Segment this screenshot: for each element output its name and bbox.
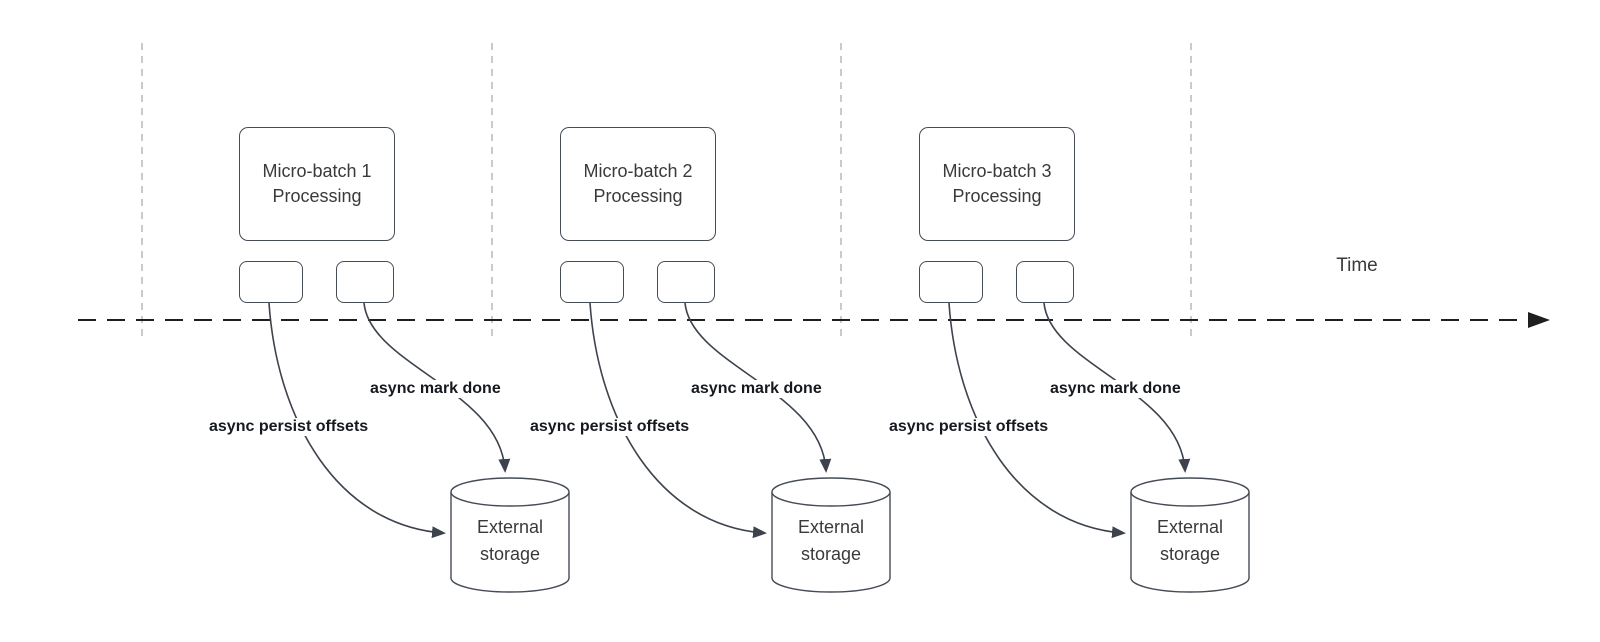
async-persist-offsets-arrow (589, 302, 767, 539)
async-persist-offsets-arrow (948, 302, 1126, 539)
external-storage-cylinder (1130, 477, 1250, 593)
external-storage-cylinder (771, 477, 891, 593)
async-mark-done-arrow (684, 302, 832, 473)
async-mark-done-label: async mark done (368, 380, 503, 398)
micro-batch-box-title-line2: Processing (593, 186, 683, 206)
external-storage-label-line1: External (797, 517, 865, 537)
async-persist-offsets-label: async persist offsets (207, 418, 371, 436)
external-storage-label-line2: storage (479, 544, 541, 564)
offset-task-box (560, 261, 624, 303)
micro-batch-box-title-line1: Micro-batch 3 (942, 161, 1052, 181)
async-mark-done-arrow (363, 302, 511, 473)
micro-batch-processing-box: Micro-batch 2 Processing (560, 127, 716, 241)
external-storage-label-line2: storage (1159, 544, 1221, 564)
external-storage-cylinder (450, 477, 570, 593)
micro-batch-box-title-line2: Processing (272, 186, 362, 206)
micro-batch-group-art-1 (268, 302, 570, 593)
micro-batch-group-art-3 (948, 302, 1250, 593)
async-persist-offsets-label: async persist offsets (528, 418, 692, 436)
async-mark-done-arrow (1043, 302, 1191, 473)
micro-batch-group-art-2 (589, 302, 891, 593)
micro-batch-processing-box: Micro-batch 3 Processing (919, 127, 1075, 241)
time-axis-arrowhead-icon (1528, 312, 1550, 328)
micro-batch-box-title-line1: Micro-batch 1 (262, 161, 372, 181)
external-storage-label: External storage (451, 514, 569, 568)
time-axis-label: Time (1336, 255, 1378, 276)
mark-done-task-box (336, 261, 394, 303)
offset-task-box (239, 261, 303, 303)
async-mark-done-label: async mark done (689, 380, 824, 398)
micro-batch-box-title-line1: Micro-batch 2 (583, 161, 693, 181)
async-persist-offsets-arrow (268, 302, 446, 539)
micro-batch-box-title-line2: Processing (952, 186, 1042, 206)
external-storage-label: External storage (1131, 514, 1249, 568)
async-persist-offsets-label: async persist offsets (887, 418, 1051, 436)
micro-batch-processing-box: Micro-batch 1 Processing (239, 127, 395, 241)
external-storage-label-line2: storage (800, 544, 862, 564)
mark-done-task-box (657, 261, 715, 303)
external-storage-label-line1: External (476, 517, 544, 537)
external-storage-label: External storage (772, 514, 890, 568)
offset-task-box (919, 261, 983, 303)
async-mark-done-label: async mark done (1048, 380, 1183, 398)
external-storage-label-line1: External (1156, 517, 1224, 537)
mark-done-task-box (1016, 261, 1074, 303)
